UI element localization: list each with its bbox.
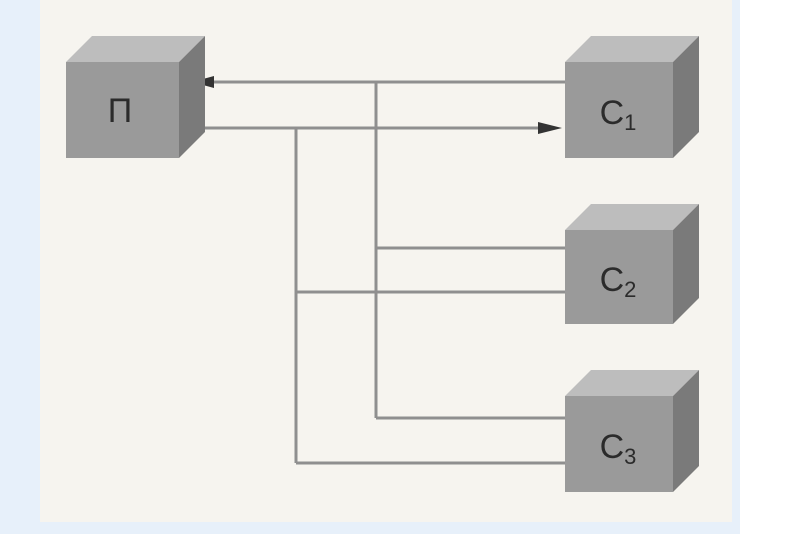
c1-cube-front xyxy=(565,62,673,158)
slave-node-c1: C1 xyxy=(565,36,699,158)
master-label: П xyxy=(108,92,132,130)
c2-cube-side xyxy=(673,204,699,324)
c2-label-main: C xyxy=(600,261,625,299)
arrowhead-to-c1 xyxy=(538,122,562,134)
master-cube-side xyxy=(179,36,205,158)
c2-cube-front xyxy=(565,230,673,324)
c1-cube-side xyxy=(673,36,699,158)
master-cube-top xyxy=(66,36,205,62)
c3-label-main: C xyxy=(600,428,625,466)
c1-label-sub: 1 xyxy=(624,110,636,135)
c1-label-main: C xyxy=(600,94,625,132)
c3-cube-front xyxy=(565,396,673,492)
slave-node-c3: C3 xyxy=(565,370,699,492)
c3-label-sub: 3 xyxy=(624,444,636,469)
c2-cube-top xyxy=(565,204,699,230)
master-cube-front xyxy=(66,62,179,158)
master-node: П xyxy=(66,36,205,158)
c1-label: C1 xyxy=(600,94,637,135)
c2-label-sub: 2 xyxy=(624,277,636,302)
c3-cube-side xyxy=(673,370,699,492)
c3-cube-top xyxy=(565,370,699,396)
c1-cube-top xyxy=(565,36,699,62)
slave-node-c2: C2 xyxy=(565,204,699,324)
c3-label: C3 xyxy=(600,428,637,469)
c2-label: C2 xyxy=(600,261,637,302)
connection-lines xyxy=(205,80,565,465)
